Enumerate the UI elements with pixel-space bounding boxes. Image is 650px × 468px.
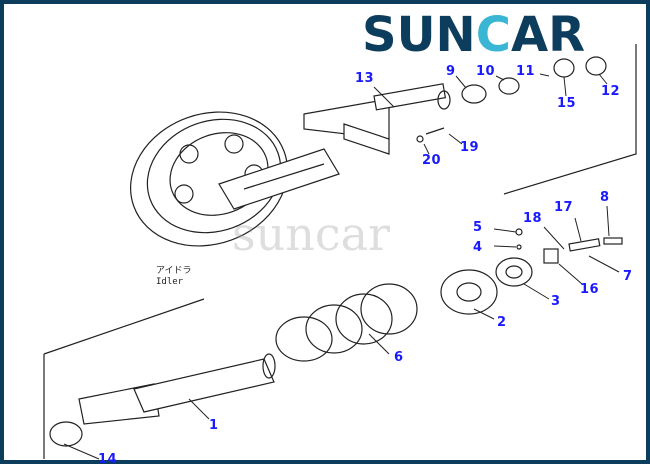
part-label-19: 19 — [460, 140, 480, 155]
part-label-3: 3 — [551, 294, 561, 309]
part-14-bushing — [49, 421, 83, 447]
part-label-5: 5 — [473, 220, 483, 235]
part-label-17: 17 — [554, 200, 574, 215]
part-4-washer — [516, 244, 522, 250]
part-8-fitting — [603, 237, 623, 245]
part-label-12: 12 — [601, 84, 621, 99]
part-9-bushing — [461, 84, 487, 104]
part-label-4: 4 — [473, 240, 483, 255]
idler-caption-en: Idler — [156, 277, 184, 287]
part-10-ring — [498, 77, 520, 95]
part-16-clamp — [543, 248, 559, 264]
frame-line — [43, 298, 205, 355]
part-label-8: 8 — [600, 190, 610, 205]
part-label-2: 2 — [497, 315, 507, 330]
part-label-10: 10 — [476, 64, 496, 79]
part-label-11: 11 — [516, 64, 536, 79]
frame-line — [503, 44, 637, 195]
part-label-7: 7 — [623, 269, 633, 284]
part-3-nut — [495, 257, 533, 287]
part-label-6: 6 — [394, 350, 404, 365]
part-label-18: 18 — [523, 211, 543, 226]
idler-caption-jp: アイドラ — [156, 266, 192, 276]
part-20-washer — [416, 135, 424, 143]
part-label-15: 15 — [557, 96, 577, 111]
part-12-ring — [585, 56, 607, 76]
idler-caption: アイドラ Idler — [156, 266, 192, 288]
part-2-disc — [440, 269, 498, 315]
part-5-bolt — [515, 228, 523, 236]
part-label-20: 20 — [422, 153, 442, 168]
idler-wheel — [130, 111, 340, 247]
part-7-fitting — [568, 238, 601, 252]
part-label-16: 16 — [580, 282, 600, 297]
part-13-shaft — [303, 83, 451, 155]
part-6-spring — [275, 283, 418, 362]
part-19-bolt — [425, 127, 445, 135]
part-1-shaft — [78, 353, 276, 425]
part-label-13: 13 — [355, 71, 375, 86]
parts-drawing — [43, 44, 637, 460]
watermark: suncar — [232, 207, 391, 261]
suncar-logo: SUNCAR — [362, 7, 586, 63]
part-label-9: 9 — [446, 64, 456, 79]
part-label-1: 1 — [209, 418, 219, 433]
part-label-14: 14 — [98, 452, 118, 467]
